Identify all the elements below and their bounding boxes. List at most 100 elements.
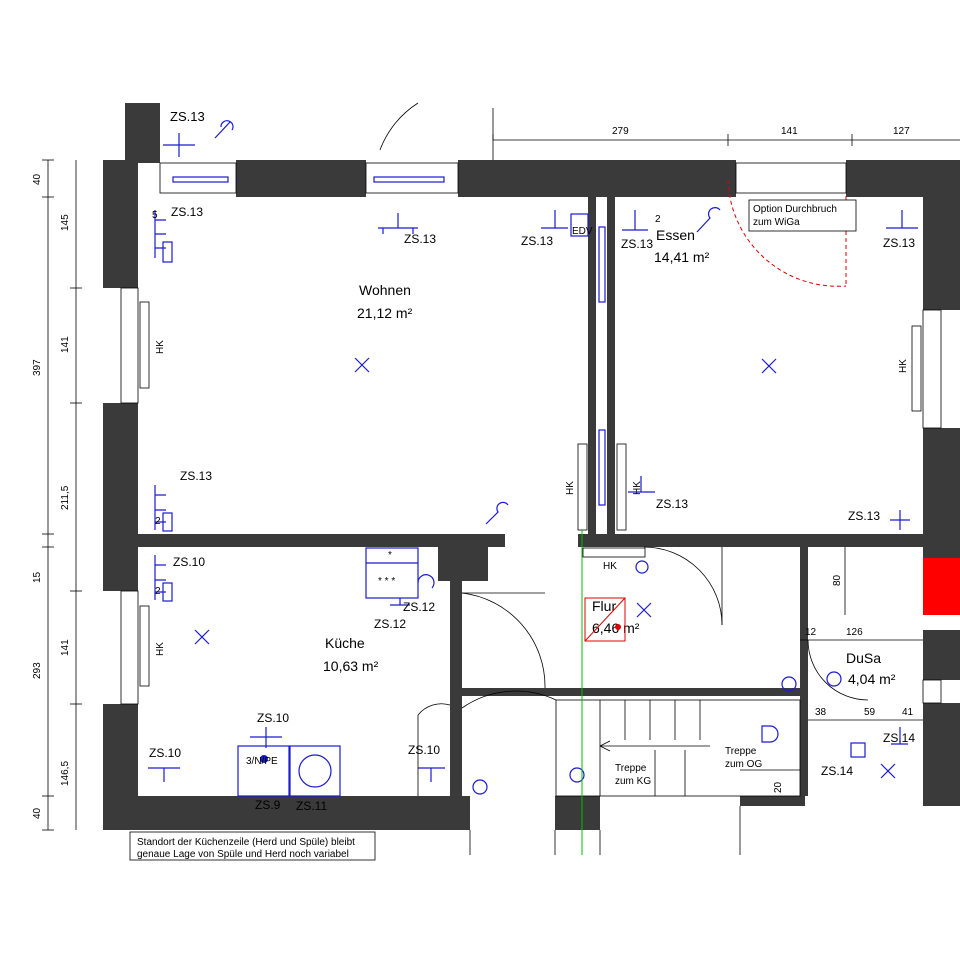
option-note-line-2: zum WiGa bbox=[753, 217, 800, 228]
socket-marks: 5 2 2 2 EDV bbox=[152, 210, 661, 597]
zs13-label-9: ZS.13 bbox=[848, 509, 880, 523]
mark-5: 5 bbox=[152, 210, 158, 221]
heater-essen bbox=[911, 325, 922, 412]
stove-label: 3/N/PE bbox=[246, 756, 278, 767]
stove-connections: 3/N/PE ZS.9 ZS.11 bbox=[237, 745, 341, 813]
dim-inner-126: 126 bbox=[846, 627, 863, 638]
dimensions-left: 40 397 15 293 40 145 141 211,5 141 146,5 bbox=[32, 159, 82, 831]
kitchen-unit bbox=[365, 547, 419, 599]
kitchen-note-line-1: Standort der Küchenzeile (Herd und Spüle… bbox=[137, 837, 355, 848]
ceiling-light-essen bbox=[761, 358, 777, 374]
dim-inner-41: 41 bbox=[902, 707, 914, 718]
dim-left-141b: 141 bbox=[60, 639, 71, 656]
windows bbox=[120, 162, 942, 705]
window-blind-2 bbox=[373, 176, 445, 183]
wall-right-bottom bbox=[923, 703, 960, 806]
dim-inner-38: 38 bbox=[815, 707, 827, 718]
kitchen-note-line-2: genaue Lage von Spüle und Herd noch vari… bbox=[137, 849, 349, 860]
option-note-line-1: Option Durchbruch bbox=[753, 204, 837, 215]
wall-interior-v1 bbox=[588, 197, 596, 534]
mark-2-b: 2 bbox=[155, 586, 161, 597]
chimney bbox=[923, 558, 960, 615]
zs10-label-3: ZS.10 bbox=[149, 746, 181, 760]
wall-bottom-right bbox=[740, 796, 805, 806]
dim-inner-59: 59 bbox=[864, 707, 876, 718]
stair-kg-line-2: zum KG bbox=[615, 776, 651, 787]
zs13-label-5: ZS.13 bbox=[621, 237, 653, 251]
stair-og-line-1: Treppe bbox=[725, 746, 757, 757]
heater-wohnen bbox=[139, 301, 150, 389]
hk-label-kueche: HK bbox=[155, 642, 166, 656]
hk-label-wall-1: HK bbox=[565, 481, 576, 495]
room-area-essen: 14,41 m² bbox=[654, 249, 710, 265]
zs13-label-7: ZS.13 bbox=[180, 469, 212, 483]
wall-interior-h-right bbox=[578, 534, 923, 547]
stair-kg-line-1: Treppe bbox=[615, 763, 647, 774]
zs10-label-2: ZS.10 bbox=[257, 711, 289, 725]
walls bbox=[103, 103, 960, 830]
room-name-dusa: DuSa bbox=[846, 650, 881, 666]
hk-label-wall-2: HK bbox=[632, 481, 643, 495]
svg-text:* * *: * * * bbox=[378, 576, 395, 587]
dim-inner-80: 80 bbox=[832, 574, 843, 586]
zs13-label-3: ZS.13 bbox=[404, 232, 436, 246]
heater-kueche bbox=[139, 605, 150, 687]
kitchen-note: Standort der Küchenzeile (Herd und Spüle… bbox=[129, 806, 741, 861]
doors bbox=[417, 179, 869, 796]
dim-left-40a: 40 bbox=[32, 173, 43, 185]
dim-left-40b: 40 bbox=[32, 807, 43, 819]
wall-interior-pier bbox=[438, 534, 488, 581]
zs10-label-1: ZS.10 bbox=[173, 555, 205, 569]
wall-kitchen-right bbox=[450, 581, 462, 796]
option-door-arc bbox=[727, 179, 847, 287]
hk-label-wohnen: HK bbox=[155, 340, 166, 354]
dimensions-top: 279 141 127 bbox=[379, 102, 960, 160]
heater-wall-1 bbox=[577, 443, 588, 531]
mark-edv: EDV bbox=[572, 226, 593, 237]
wall-stair-top bbox=[462, 688, 800, 696]
zs12-label-2: ZS.12 bbox=[374, 617, 406, 631]
room-name-flur: Flur bbox=[592, 598, 616, 614]
wall-right-lower bbox=[923, 630, 960, 680]
room-area-dusa: 4,04 m² bbox=[848, 671, 896, 687]
zs14-label-1: ZS.14 bbox=[883, 731, 915, 745]
outlets-zs10: ZS.10 ZS.10 ZS.10 ZS.10 bbox=[148, 555, 445, 782]
dim-inner-20: 20 bbox=[773, 781, 784, 793]
dim-left-141a: 141 bbox=[60, 336, 71, 353]
zs9-label: ZS.9 bbox=[255, 798, 281, 812]
wall-top-segment bbox=[236, 160, 366, 197]
heaters: HK HK HK HK HK HK bbox=[139, 301, 922, 687]
zs13-label-6: ZS.13 bbox=[883, 236, 915, 250]
zs13-label-1: ZS.13 bbox=[170, 109, 205, 124]
zs14-label-2: ZS.14 bbox=[821, 764, 853, 778]
zs13-label-2: ZS.13 bbox=[171, 205, 203, 219]
wall-left-middle bbox=[103, 403, 138, 591]
room-name-essen: Essen bbox=[656, 227, 695, 243]
zs10-label-4: ZS.10 bbox=[408, 743, 440, 757]
dim-left-293: 293 bbox=[32, 662, 43, 679]
heater-wall-2 bbox=[616, 443, 627, 531]
room-name-kueche: Küche bbox=[325, 635, 365, 651]
zs12-label-1: ZS.12 bbox=[403, 600, 435, 614]
dim-left-1465: 146,5 bbox=[60, 761, 71, 786]
ceiling-light-wohnen bbox=[354, 357, 370, 373]
svg-text:*: * bbox=[388, 550, 392, 561]
wall-interior-h-left bbox=[138, 534, 505, 547]
zs13-label-8: ZS.13 bbox=[656, 497, 688, 511]
dim-top-279: 279 bbox=[612, 126, 629, 137]
wall-top-middle bbox=[458, 160, 736, 197]
outlets-zs13: ZS.13 ZS.13 ZS.13 ZS.13 ZS.13 ZS.13 ZS.1… bbox=[154, 109, 918, 532]
ceiling-light-dusa bbox=[880, 763, 896, 779]
wall-bottom-stair bbox=[555, 796, 600, 830]
room-area-kueche: 10,63 m² bbox=[323, 658, 379, 674]
dim-top-127: 127 bbox=[893, 126, 910, 137]
window-blind-1 bbox=[172, 176, 229, 183]
ceiling-light-kueche bbox=[194, 629, 210, 645]
bathroom-symbols: ZS.14 ZS.14 bbox=[472, 560, 915, 795]
dim-left-15: 15 bbox=[32, 571, 43, 583]
dim-left-397: 397 bbox=[32, 359, 43, 376]
ceiling-light-flur bbox=[636, 602, 652, 618]
sliding-door-lower bbox=[598, 429, 606, 506]
mark-2-a: 2 bbox=[155, 516, 161, 527]
heater-flur bbox=[582, 547, 646, 558]
